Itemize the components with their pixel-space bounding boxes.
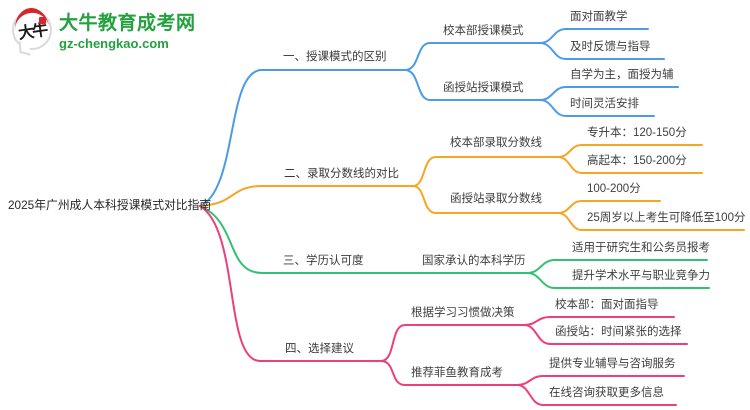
leaf-zhuanshengben-score: 专升本：120-150分 bbox=[587, 127, 687, 139]
branch2-label: 二、录取分数线的对比 bbox=[284, 168, 399, 180]
branch3-connector-group bbox=[199, 205, 710, 289]
branch4-label: 四、选择建议 bbox=[285, 343, 354, 355]
node-state-recognized-degree: 国家承认的本科学历 bbox=[422, 255, 526, 267]
branch4-leaf1-curve bbox=[523, 316, 675, 326]
branch3-label: 三、学历认可度 bbox=[283, 255, 364, 267]
leaf-campus-face-to-face-guidance: 校本部：面对面指导 bbox=[555, 299, 659, 311]
branch3-main-curve bbox=[199, 205, 528, 274]
leaf-online-consultation: 在线咨询获取更多信息 bbox=[549, 387, 664, 399]
branch2-child1-curve bbox=[412, 156, 559, 187]
branch1-leaf4-curve bbox=[539, 99, 655, 117]
branch4-leaf4-curve bbox=[516, 384, 677, 406]
site-logo: 大牛 大牛教育成考网 gz-chengkao.com bbox=[12, 5, 196, 56]
branch1-connector-group bbox=[199, 28, 679, 207]
logo-red-seal bbox=[39, 16, 46, 24]
site-url: gz-chengkao.com bbox=[59, 36, 169, 51]
leaf-flexible-schedule: 时间灵活安排 bbox=[570, 98, 639, 110]
leaf-postgrad-civil-service: 适用于研究生和公务员报考 bbox=[572, 242, 710, 254]
logo-bubble-tail bbox=[18, 40, 31, 56]
branch1-leaf2-curve bbox=[539, 42, 665, 60]
branch4-leaf2-curve bbox=[523, 324, 688, 345]
site-name: 大牛教育成考网 bbox=[59, 13, 196, 34]
leaf-gaoqiben-score: 高起本：150-200分 bbox=[587, 155, 687, 167]
branch1-label: 一、授课模式的区别 bbox=[283, 51, 387, 63]
branch4-leaf3-curve bbox=[516, 375, 685, 386]
leaf-correspondence-time-tight: 函授站：时间紧张的选择 bbox=[555, 326, 682, 338]
branch4-child1-curve bbox=[380, 324, 525, 362]
branch2-leaf2-curve bbox=[557, 156, 703, 174]
branch1-child1-curve bbox=[404, 42, 541, 71]
leaf-face-to-face-teaching: 面对面教学 bbox=[570, 11, 628, 23]
leaf-timely-feedback: 及时反馈与指导 bbox=[570, 41, 651, 53]
leaf-self-study-main: 自学为主，面授为辅 bbox=[570, 69, 674, 81]
branch2-child2-curve bbox=[412, 185, 559, 214]
branch1-child2-curve bbox=[404, 69, 541, 101]
branch4-child2-curve bbox=[380, 360, 518, 386]
bull-logo-icon: 大牛 bbox=[12, 5, 52, 56]
branch4-main-curve bbox=[199, 205, 382, 362]
node-campus-teaching-mode: 校本部授课模式 bbox=[443, 25, 524, 37]
root-node-title: 2025年广州成人本科授课模式对比指南 bbox=[8, 198, 212, 212]
logo-text-block: 大牛教育成考网 gz-chengkao.com bbox=[59, 8, 196, 51]
leaf-professional-tutoring: 提供专业辅导与咨询服务 bbox=[549, 358, 676, 370]
node-decide-by-study-habit: 根据学习习惯做决策 bbox=[411, 307, 515, 319]
branch2-leaf4-curve bbox=[557, 212, 745, 231]
branch2-main-curve bbox=[199, 185, 414, 207]
node-correspondence-teaching-mode: 函授站授课模式 bbox=[443, 82, 524, 94]
branch3-leaf2-curve bbox=[526, 272, 710, 289]
branch2-connector-group bbox=[199, 144, 745, 231]
node-campus-admission-score: 校本部录取分数线 bbox=[450, 137, 542, 149]
branch1-main-curve bbox=[199, 69, 406, 207]
leaf-academic-competitiveness: 提升学术水平与职业竞争力 bbox=[572, 270, 710, 282]
node-recommend-feiyu-edu: 推荐菲鱼教育成考 bbox=[411, 367, 503, 379]
leaf-age-score-reduction: 25周岁以上考生可降低至100分 bbox=[587, 212, 746, 224]
node-correspondence-admission-score: 函授站录取分数线 bbox=[450, 193, 542, 205]
leaf-score-range: 100-200分 bbox=[587, 183, 641, 195]
branch4-connector-group bbox=[199, 205, 688, 406]
